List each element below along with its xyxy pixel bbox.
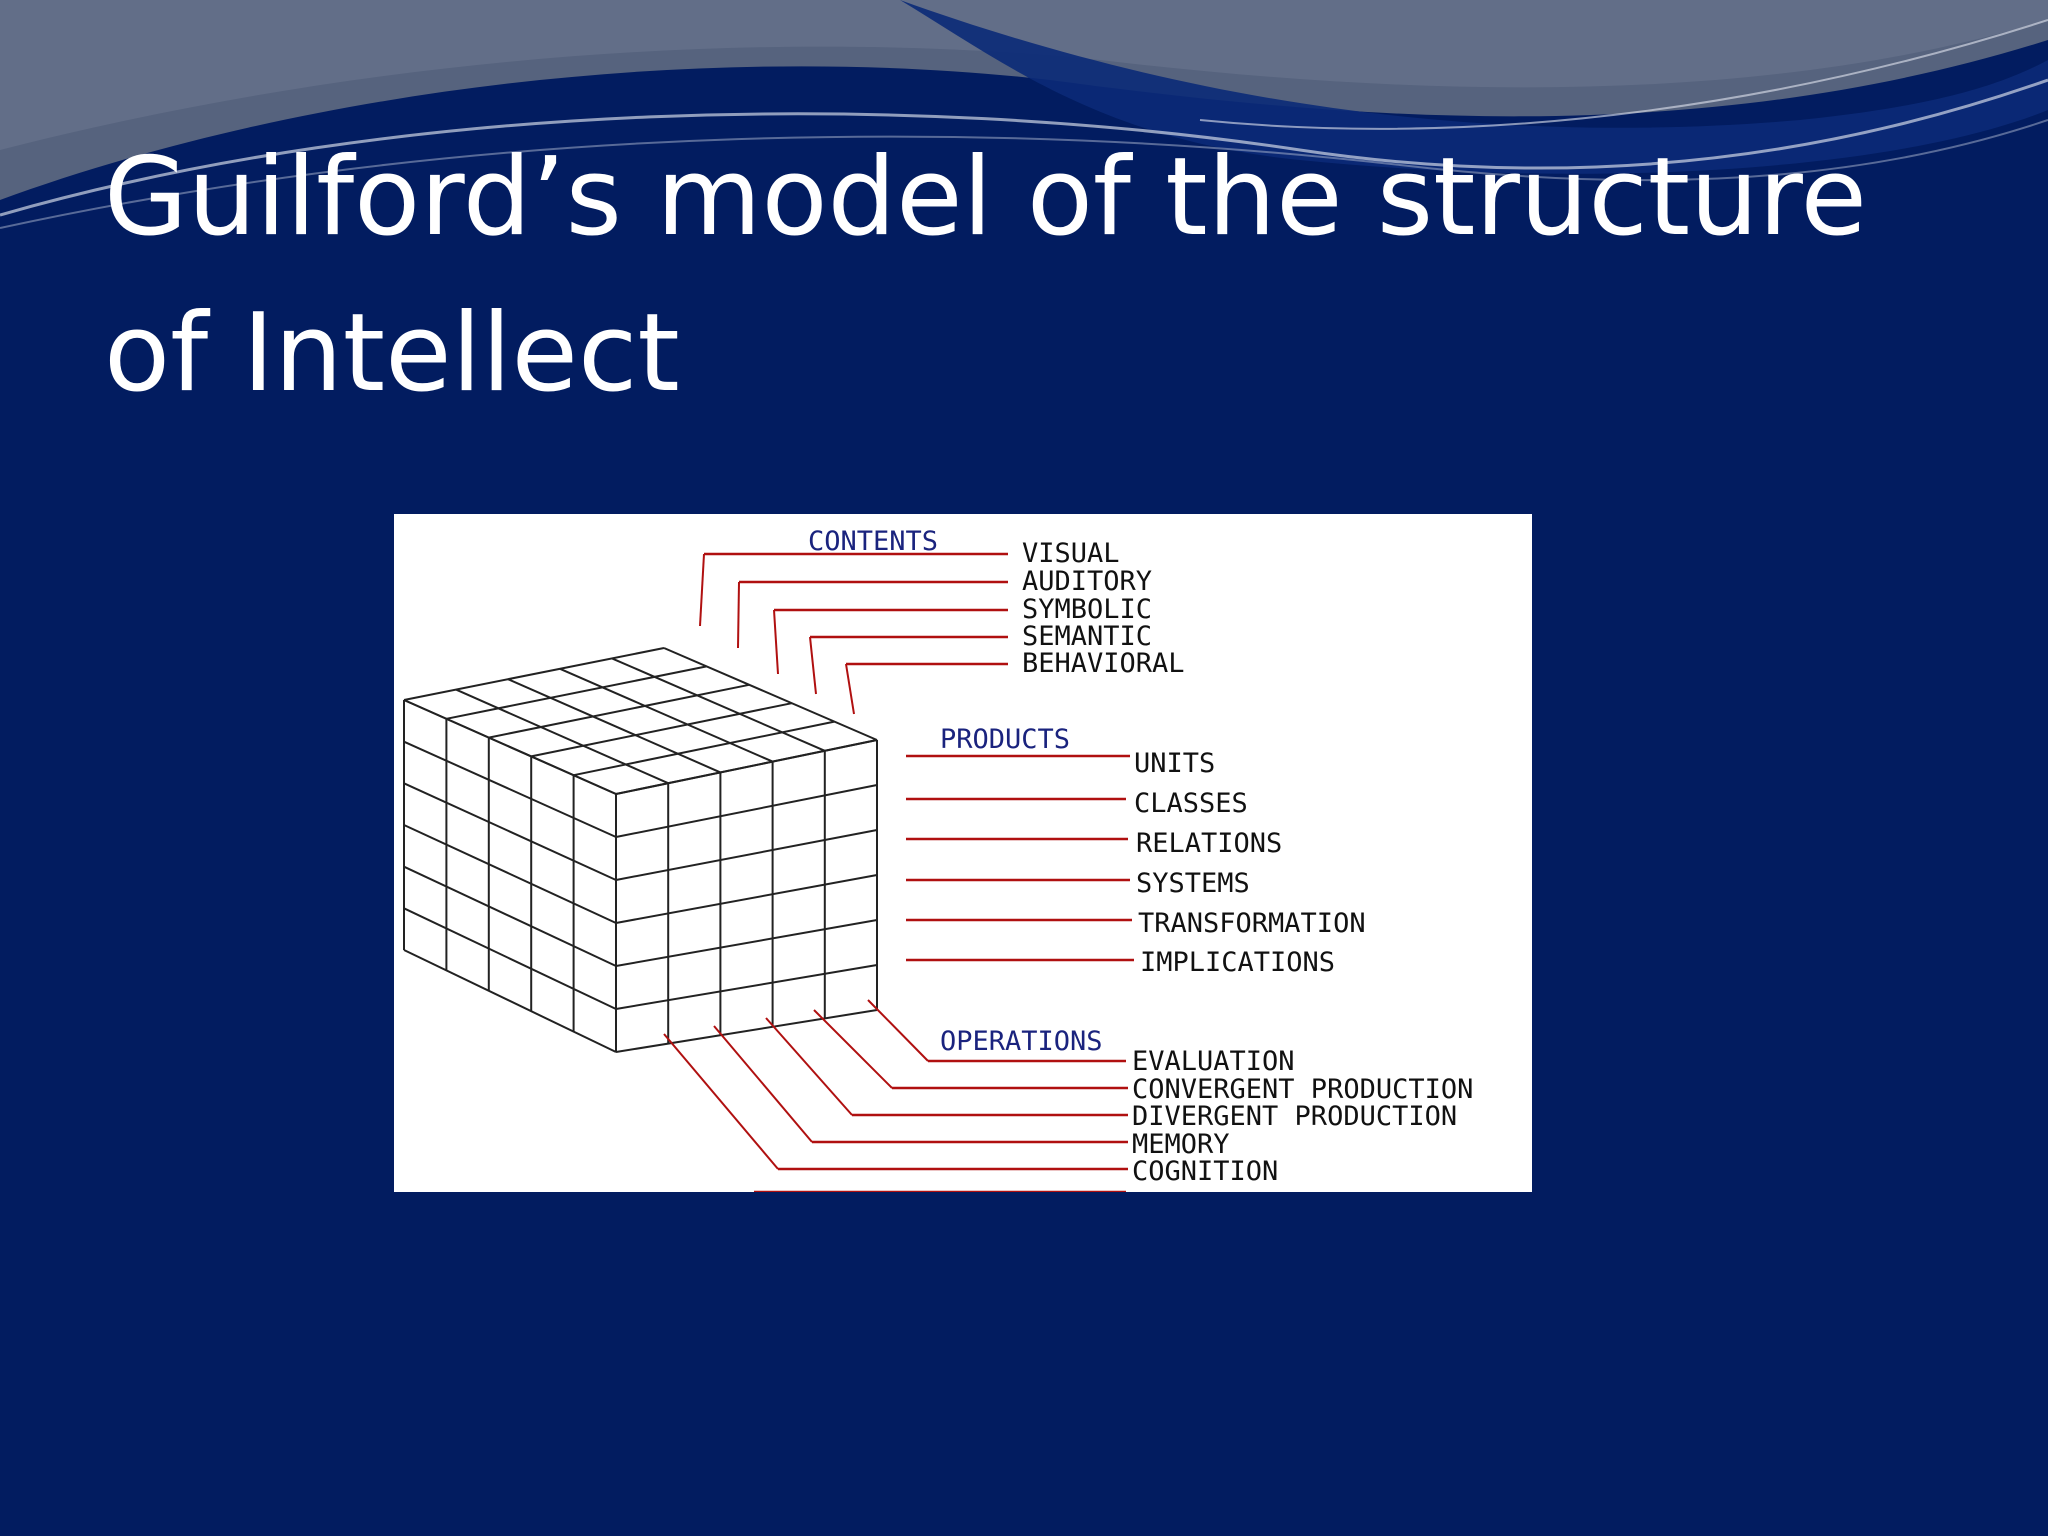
cube-left-line <box>403 865 617 967</box>
cube-top-line <box>403 647 665 701</box>
cube-grid <box>403 647 878 1053</box>
cube-left-line <box>403 949 617 1053</box>
cube-right-line <box>615 1009 878 1053</box>
cube-top-line <box>611 657 826 752</box>
cube-left-line <box>403 699 617 795</box>
contents-heading: CONTENTS <box>808 526 938 557</box>
contents-item-auditory: AUDITORY <box>1022 566 1152 597</box>
products-item-relations: RELATIONS <box>1136 828 1282 859</box>
contents-leader-line <box>809 636 817 695</box>
cube-top-line <box>446 665 707 720</box>
cube-top-line <box>559 667 774 763</box>
cube-right-line <box>615 964 878 1010</box>
cube-left-line <box>403 824 617 924</box>
products-item-classes: CLASSES <box>1134 788 1248 819</box>
products-item-implications: IMPLICATIONS <box>1140 947 1335 978</box>
products-item-transformation: TRANSFORMATION <box>1138 908 1366 939</box>
operations-item-divergent-production: DIVERGENT PRODUCTION <box>1132 1101 1457 1132</box>
operations-leader-line <box>813 1009 893 1089</box>
contents-leader-line <box>699 553 705 627</box>
structure-of-intellect-diagram: CONTENTS VISUAL AUDITORY SYMBOLIC SEMANT… <box>394 514 1532 1192</box>
leader-lines <box>663 552 1134 1192</box>
contents-item-behavioral: BEHAVIORAL <box>1022 648 1185 679</box>
products-heading: PRODUCTS <box>940 724 1070 755</box>
slide-title: Guilford’s model of the structure of Int… <box>104 135 1867 416</box>
contents-item-symbolic: SYMBOLIC <box>1022 594 1152 625</box>
cube-top-line <box>573 720 835 777</box>
contents-leader-line <box>773 609 779 675</box>
operations-item-evaluation: EVALUATION <box>1132 1046 1295 1077</box>
cube-top-line <box>488 683 750 739</box>
cube-right-line <box>615 874 878 924</box>
operations-item-memory: MEMORY <box>1132 1129 1230 1160</box>
contents-leader-line <box>737 581 740 649</box>
cube-top-line <box>455 688 669 785</box>
background-wave-decoration <box>0 0 2048 229</box>
cube-left-line <box>403 782 617 881</box>
cube-right-line <box>615 739 878 795</box>
operations-item-convergent-production: CONVERGENT PRODUCTION <box>1132 1074 1473 1105</box>
products-item-units: UNITS <box>1134 748 1215 779</box>
operations-heading: OPERATIONS <box>940 1026 1103 1057</box>
cube-top-line <box>507 678 721 774</box>
cube-right-line <box>615 784 878 838</box>
cube-right-line <box>615 919 878 967</box>
cube-right-line <box>615 829 878 881</box>
contents-item-visual: VISUAL <box>1022 538 1120 569</box>
cube-left-line <box>403 907 617 1010</box>
diagram-canvas: CONTENTS VISUAL AUDITORY SYMBOLIC SEMANT… <box>403 526 1473 1192</box>
operations-leader-line <box>765 1017 853 1116</box>
operations-leader-line <box>663 1033 779 1170</box>
operations-item-cognition: COGNITION <box>1132 1156 1278 1187</box>
products-item-systems: SYSTEMS <box>1136 868 1250 899</box>
cube-top-line <box>663 647 878 741</box>
contents-item-semantic: SEMANTIC <box>1022 621 1152 652</box>
contents-leader-line <box>845 663 855 715</box>
operations-leader-line <box>867 999 929 1062</box>
cube-left-line <box>403 740 617 838</box>
cube-top-line <box>530 702 793 758</box>
operations-leader-line <box>713 1025 813 1143</box>
